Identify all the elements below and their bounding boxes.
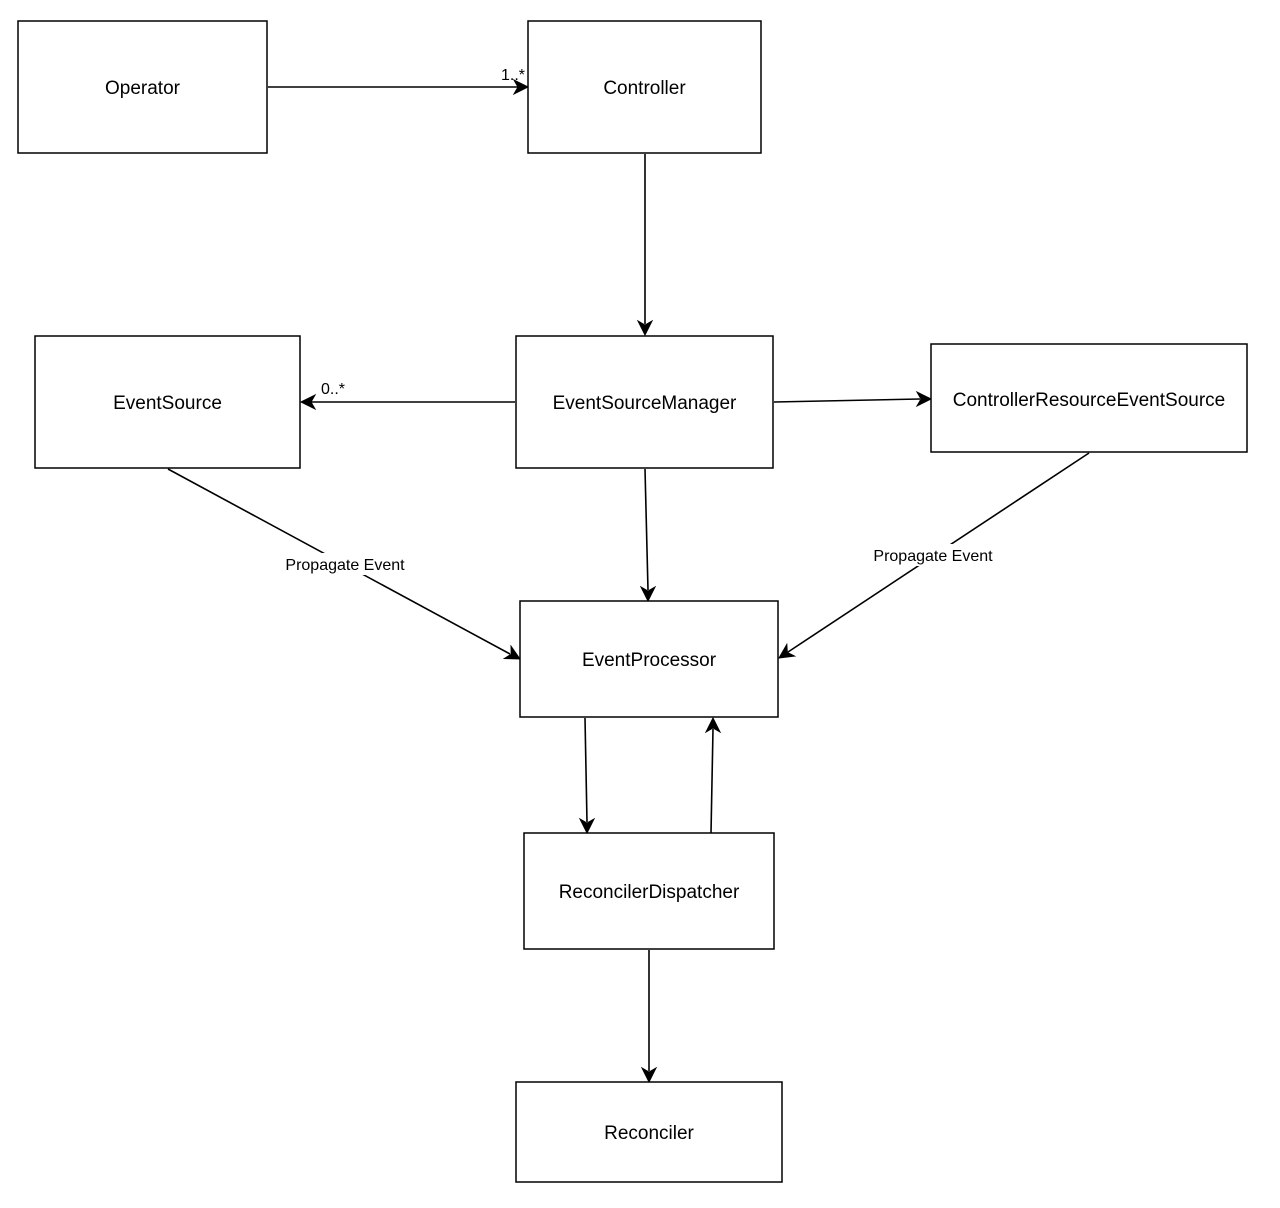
arrowhead-icon (636, 319, 654, 337)
arrowhead-icon (778, 642, 797, 659)
arrowhead-icon (502, 644, 521, 660)
node-event-processor-label: EventProcessor (582, 650, 717, 671)
node-event-source-label: EventSource (113, 393, 222, 414)
node-reconciler-dispatcher[interactable]: ReconcilerDispatcher (523, 832, 775, 950)
arrowhead-icon (915, 390, 933, 408)
edge-labels: 1..* 0..* Propagate Event Propagate Even… (274, 67, 1004, 575)
arrowhead-icon (640, 1066, 658, 1084)
node-operator[interactable]: Operator (17, 20, 268, 154)
arrowhead-icon (299, 393, 317, 411)
propagate-event-label-left: Propagate Event (285, 557, 405, 574)
edge-eventsourcemanager-eventprocessor (644, 468, 649, 591)
edge-label-background (274, 553, 416, 575)
node-controller-resource-event-source-label: ControllerResourceEventSource (953, 390, 1225, 411)
node-event-source-manager-label: EventSourceManager (553, 393, 737, 414)
node-operator-label: Operator (105, 78, 181, 99)
node-reconciler-dispatcher-label: ReconcilerDispatcher (559, 882, 740, 903)
arrowhead-icon (639, 585, 657, 603)
node-controller[interactable]: Controller (527, 20, 762, 154)
node-reconciler-label: Reconciler (604, 1123, 694, 1144)
node-reconciler[interactable]: Reconciler (515, 1081, 783, 1183)
arrowheads (299, 78, 933, 1084)
node-event-processor[interactable]: EventProcessor (519, 600, 779, 718)
multiplicity-label-eventsource: 0..* (321, 381, 345, 398)
edge-label-background (862, 544, 1004, 566)
node-controller-label: Controller (603, 78, 686, 99)
edge-reconcilerdispatcher-eventprocessor (710, 728, 714, 834)
node-event-source-manager[interactable]: EventSourceManager (515, 335, 774, 469)
arrowhead-icon (512, 78, 530, 96)
node-event-source[interactable]: EventSource (34, 335, 301, 469)
multiplicity-label-controller: 1..* (501, 67, 525, 84)
arrowhead-icon (704, 716, 722, 734)
edge-eventprocessor-reconcilerdispatcher (584, 717, 588, 823)
propagate-event-label-right: Propagate Event (873, 548, 993, 565)
node-controller-resource-event-source[interactable]: ControllerResourceEventSource (930, 343, 1248, 453)
edge-eventsourcemanager-controllerresourceeventsource (773, 398, 921, 403)
arrowhead-icon (578, 817, 596, 835)
